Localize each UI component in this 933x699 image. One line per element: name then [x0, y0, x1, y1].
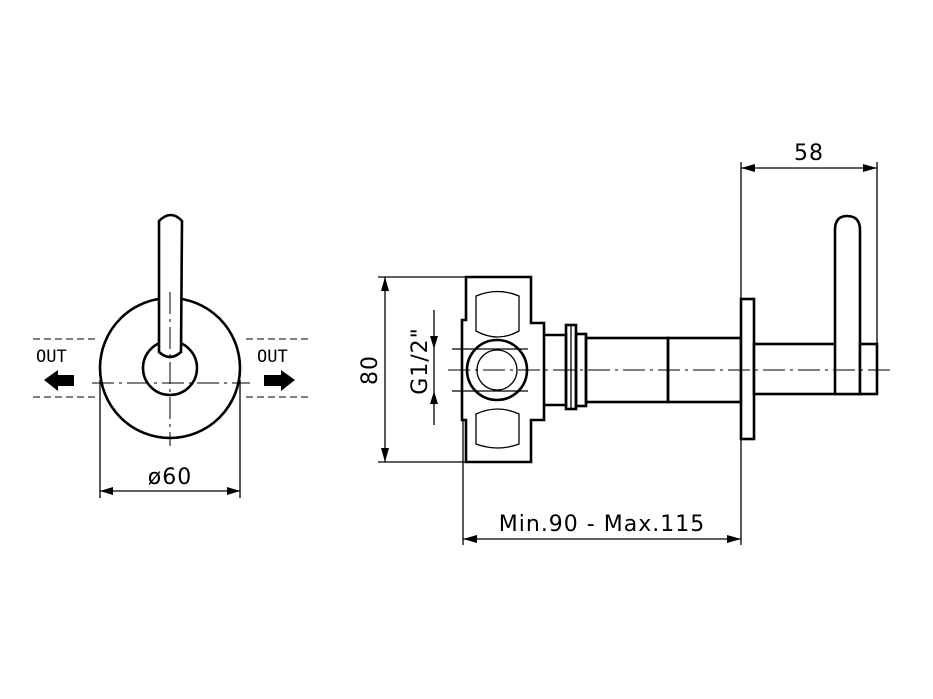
rosette-plate: [739, 297, 756, 441]
handle-label: 58: [794, 141, 824, 166]
lever-handle: [157, 213, 184, 359]
arrow-right-icon: [264, 370, 295, 391]
diameter-label: ø60: [148, 465, 192, 490]
depth-label: Min.90 - Max.115: [499, 512, 705, 537]
out-left-label: OUT: [36, 347, 67, 367]
side-lever: [833, 214, 862, 396]
front-view: OUT OUT ø60: [33, 213, 312, 498]
side-view: 80 G1/2" Min.90 - Max.115 58: [358, 141, 890, 545]
valve-body: [460, 275, 546, 464]
handle-cap: [858, 342, 879, 396]
height-label: 80: [358, 355, 383, 385]
out-right-label: OUT: [257, 347, 288, 367]
arrow-left-icon: [44, 370, 74, 391]
thread-label: G1/2": [408, 327, 433, 395]
